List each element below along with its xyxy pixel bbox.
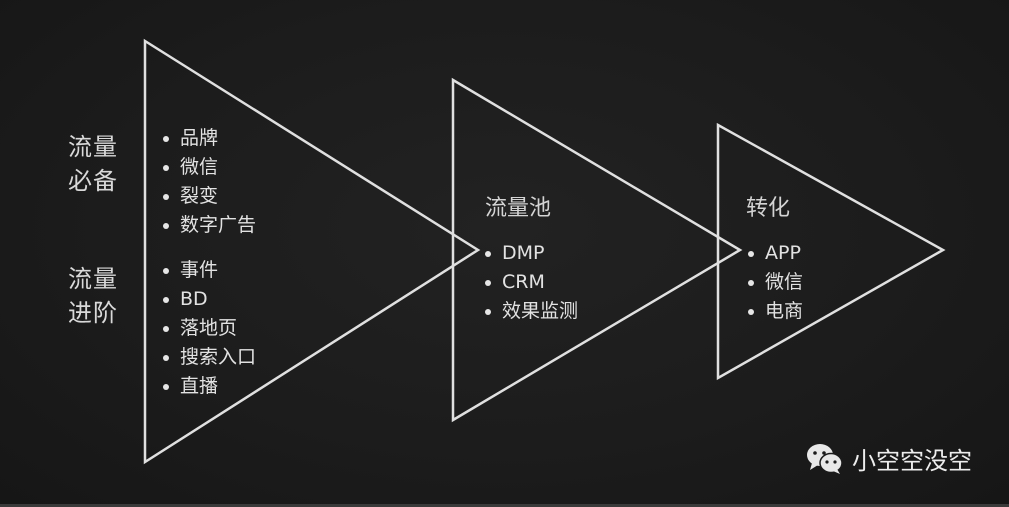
bullet-icon (163, 355, 169, 361)
label-line: 流量 (68, 133, 118, 161)
stage1-basic-list: 品牌 微信 裂变 数字广告 (160, 124, 256, 240)
label-line: 必备 (68, 167, 118, 195)
list-item: 微信 (160, 153, 256, 182)
list-item: 数字广告 (160, 211, 256, 240)
triangle-stage-2 (451, 77, 743, 423)
label-traffic-advanced: 流量 进阶 (68, 262, 118, 330)
bullet-icon (485, 280, 491, 286)
wechat-icon (807, 443, 843, 474)
bullet-icon (163, 223, 169, 229)
list-item: 微信 (745, 268, 803, 297)
bullet-icon (485, 251, 491, 257)
bullet-icon (748, 309, 754, 315)
list-item: APP (745, 239, 803, 268)
list-item: CRM (482, 268, 578, 297)
list-item: 电商 (745, 297, 803, 326)
bullet-icon (748, 280, 754, 286)
triangle-stage-3 (716, 122, 946, 381)
bottom-border (0, 504, 1009, 507)
watermark: 小空空没空 (806, 441, 972, 476)
stage2-title: 流量池 (485, 196, 552, 221)
bullet-icon (163, 136, 169, 142)
label-line: 进阶 (68, 299, 118, 327)
stage3-title: 转化 (746, 196, 791, 221)
triangle-stage-1 (143, 38, 481, 465)
bullet-icon (163, 268, 169, 274)
list-item: 落地页 (160, 314, 256, 343)
bullet-icon (485, 309, 491, 315)
bullet-icon (163, 297, 169, 303)
bullet-icon (163, 326, 169, 332)
list-item: BD (160, 285, 256, 314)
list-item: 品牌 (160, 124, 256, 153)
label-line: 流量 (68, 265, 118, 293)
stage1-advanced-list: 事件 BD 落地页 搜索入口 直播 (160, 256, 256, 401)
watermark-text: 小空空没空 (852, 447, 972, 475)
stage3-list: APP 微信 电商 (745, 239, 803, 326)
list-item: 搜索入口 (160, 343, 256, 372)
list-item: 直播 (160, 372, 256, 401)
bullet-icon (163, 384, 169, 390)
list-item: DMP (482, 239, 578, 268)
list-item: 事件 (160, 256, 256, 285)
bullet-icon (163, 165, 169, 171)
bullet-icon (748, 251, 754, 257)
list-item: 效果监测 (482, 297, 578, 326)
label-traffic-basic: 流量 必备 (68, 130, 118, 198)
bullet-icon (163, 194, 169, 200)
list-item: 裂变 (160, 182, 256, 211)
stage2-list: DMP CRM 效果监测 (482, 239, 578, 326)
